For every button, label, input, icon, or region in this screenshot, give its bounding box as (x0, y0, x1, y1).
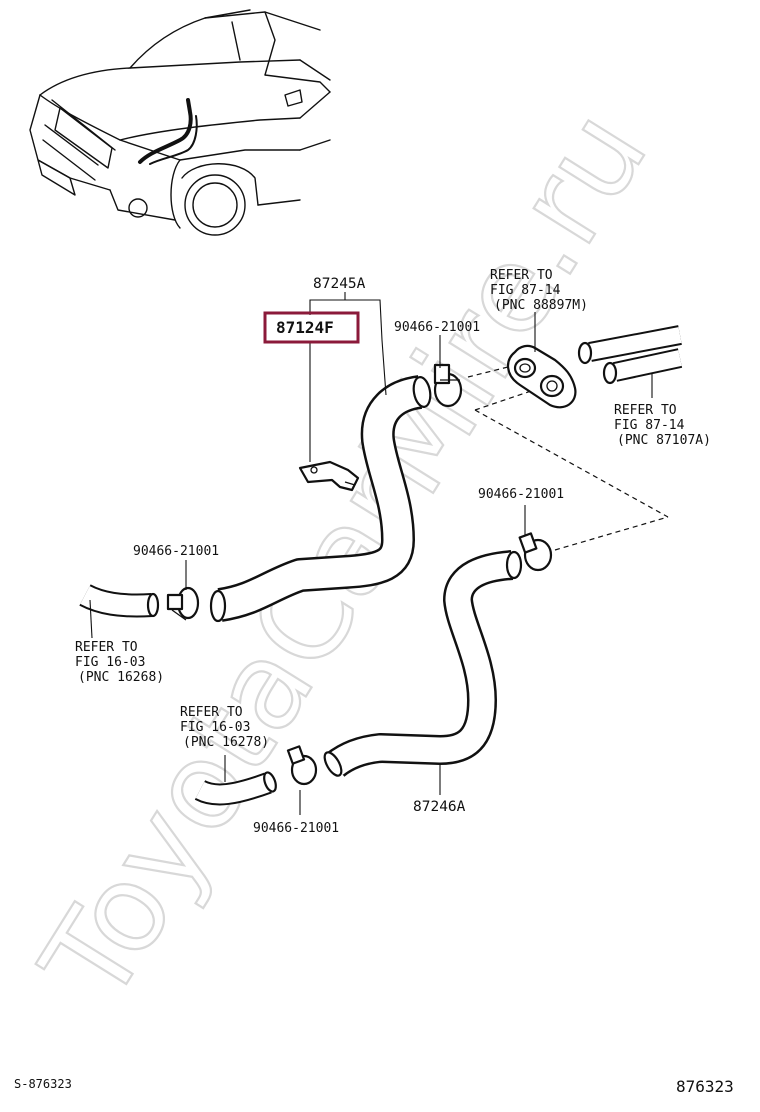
pipe-bottom (194, 771, 277, 806)
ref-bottom[interactable]: REFER TO FIG 16-03 (PNC 16278) (180, 705, 269, 750)
clamp-left (166, 586, 200, 621)
highlight-box (263, 311, 360, 344)
ref-bottom-line1: REFER TO (180, 705, 243, 720)
footer-left-code: S-876323 (14, 1077, 72, 1091)
clamp-upper (433, 363, 463, 408)
connection-dash-upper-1 (467, 365, 513, 378)
hose-87245a (209, 375, 432, 623)
ref-top-line1: REFER TO (490, 268, 553, 283)
hose-87246a (323, 550, 523, 778)
leader-lines (89, 292, 653, 815)
clamp-bracket-87124f (298, 460, 360, 492)
label-87124f[interactable]: 87124F (276, 318, 334, 337)
vehicle-overview-illustration (29, 9, 331, 236)
label-87245a[interactable]: 87245A (313, 276, 366, 292)
ref-right-line2: FIG 87-14 (614, 418, 685, 433)
label-clamp-left[interactable]: 90466-21001 (133, 544, 219, 559)
ref-right[interactable]: REFER TO FIG 87-14 (PNC 87107A) (614, 403, 711, 448)
ref-left-line1: REFER TO (75, 640, 138, 655)
ref-top-line3: (PNC 88897M) (494, 298, 588, 313)
ref-right-line1: REFER TO (614, 403, 677, 418)
clamp-right (518, 532, 553, 572)
connection-dash-diagonal (474, 409, 669, 518)
ref-left-line3: (PNC 16268) (78, 670, 164, 685)
ref-bottom-line2: FIG 16-03 (180, 720, 250, 735)
label-clamp-upper[interactable]: 90466-21001 (394, 320, 480, 335)
ref-left-line2: FIG 16-03 (75, 655, 145, 670)
clamp-bottom (286, 745, 318, 786)
ref-top-line2: FIG 87-14 (490, 283, 561, 298)
label-clamp-right[interactable]: 90466-21001 (478, 487, 564, 502)
footer-right-code: 876323 (676, 1077, 734, 1096)
pipe-left (79, 584, 160, 618)
label-clamp-bottom[interactable]: 90466-21001 (253, 821, 339, 836)
grommet-plate (507, 344, 577, 409)
connection-dash-lower (554, 516, 669, 551)
label-87246a[interactable]: 87246A (413, 799, 466, 815)
heater-pipes (577, 325, 683, 385)
ref-bottom-line3: (PNC 16278) (183, 735, 269, 750)
ref-top[interactable]: REFER TO FIG 87-14 (PNC 88897M) (490, 268, 588, 313)
ref-left[interactable]: REFER TO FIG 16-03 (PNC 16268) (75, 640, 164, 685)
ref-right-line3: (PNC 87107A) (617, 433, 711, 448)
